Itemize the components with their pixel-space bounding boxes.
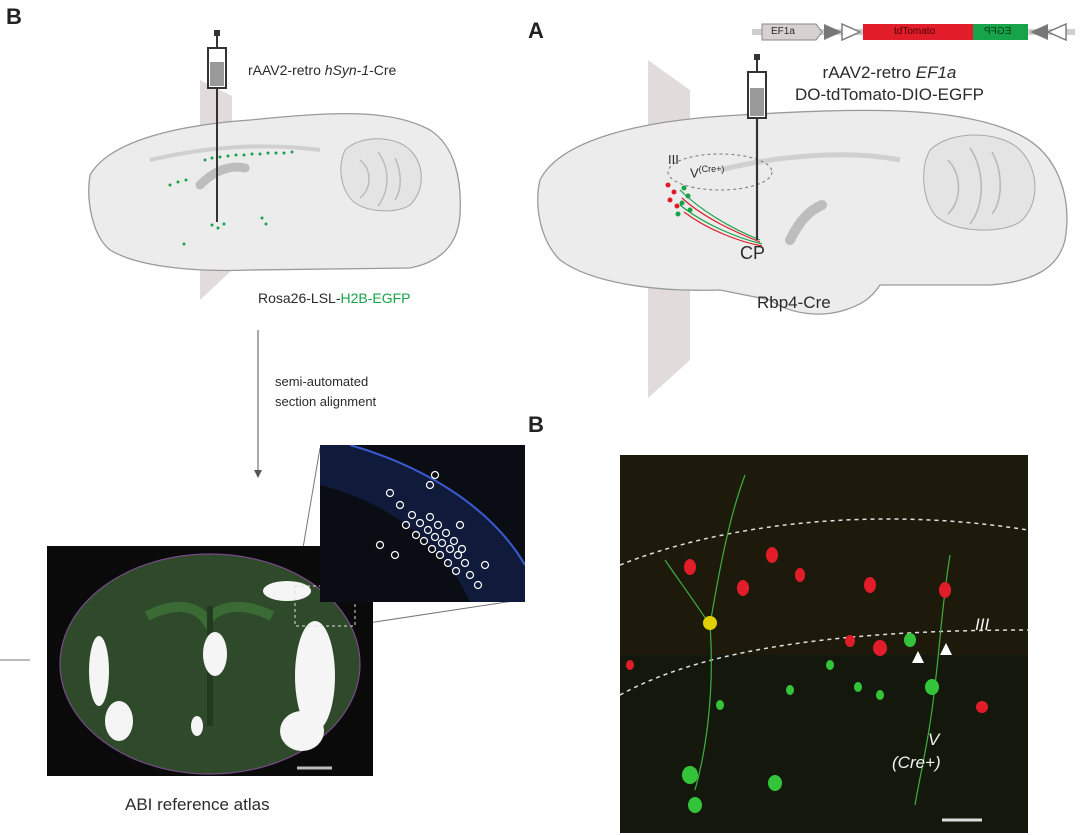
micro-layer-iii: III [975, 615, 989, 635]
micro-layer-v: V [928, 730, 939, 750]
layer-v-label: V(Cre+) [690, 164, 724, 180]
virus-label-right: rAAV2-retro EF1a DO-tdTomato-DIO-EGFP [795, 62, 984, 106]
cerebellum-right [924, 135, 1035, 230]
cp-label: CP [740, 243, 765, 264]
construct-gene1-label: tdTomato [894, 26, 935, 37]
atlas-caption: ABI reference atlas [125, 795, 270, 815]
micro-cre-label: (Cre+) [892, 753, 941, 773]
virus-label-left: rAAV2-retro hSyn-1-Cre [248, 62, 396, 78]
panel-letter-right-bottom: B [528, 412, 544, 438]
panel-letter-right-top: A [528, 18, 544, 44]
construct-gene2-label: EGFP [984, 26, 1011, 37]
layer-iii-label: III [668, 152, 679, 167]
atlas-zoom-inset [320, 445, 525, 602]
mouse-line-left: Rosa26-LSL-H2B-EGFP [258, 290, 411, 306]
alignment-step-label: semi-automated section alignment [275, 372, 376, 412]
construct-promoter-label: EF1a [771, 26, 795, 37]
fluorescence-micrograph: III V (Cre+) [620, 455, 1028, 833]
mouse-line-right: Rbp4-Cre [757, 293, 831, 313]
